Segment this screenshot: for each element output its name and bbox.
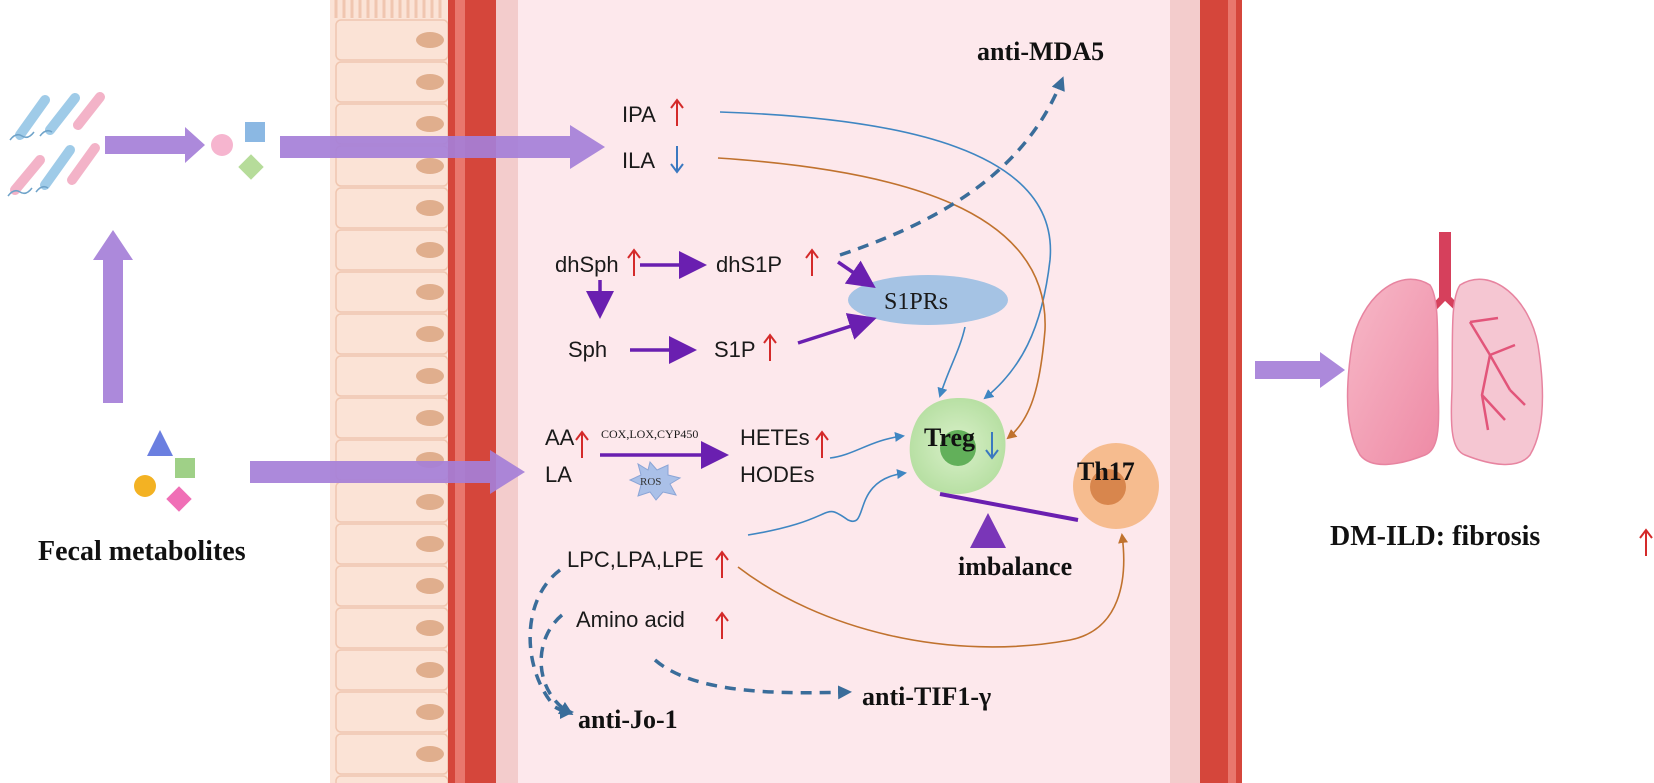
amino-up-arrow [715, 611, 729, 639]
gut-lumen [518, 0, 1170, 783]
epithelial-nucleus [416, 620, 444, 636]
anti-tif1-label: anti-TIF1-γ [862, 682, 991, 711]
imbalance-label: imbalance [958, 552, 1072, 581]
hetes-up-arrow [815, 430, 829, 458]
dhs1p-up-arrow [805, 248, 819, 276]
dhsph-label: dhSph [555, 252, 619, 277]
treg-label: Treg [924, 423, 975, 452]
change-indicators [575, 98, 1653, 639]
s1p-up-arrow [763, 333, 777, 361]
aa-up-arrow [575, 430, 589, 458]
gut-to-lung-arrow [1255, 352, 1345, 388]
aa-label: AA [545, 425, 575, 450]
fecal-to-aa-arrow [250, 450, 525, 494]
treg-down-arrow [985, 432, 999, 460]
antibody-dashed-arrows [528, 76, 1065, 719]
epithelial-nucleus [416, 536, 444, 552]
treg-cell [909, 398, 1006, 495]
epithelium-column [330, 0, 450, 783]
hetes-to-treg-curve [829, 432, 905, 459]
transport-arrows [93, 125, 1345, 494]
metabolites-to-ipa-arrow [280, 125, 605, 169]
balance-beam [939, 492, 1079, 522]
dhs1p-to-mda5-arrow [839, 76, 1065, 257]
regulation-curves-blue [719, 111, 1052, 536]
anti-jo1-label: anti-Jo-1 [578, 705, 678, 734]
ila-down-arrow [670, 146, 684, 174]
s1prs-label: S1PRs [884, 289, 948, 315]
lipids-label: LPC,LPA,LPE [567, 547, 704, 572]
lipids-up-arrow [715, 550, 729, 578]
bacteria-to-metabolites-arrow [105, 127, 205, 163]
epithelial-nucleus [416, 704, 444, 720]
ros-burst: ROS [628, 460, 682, 501]
epithelial-cell [335, 775, 449, 783]
bacteria-icon [7, 92, 105, 197]
la-label: LA [545, 462, 572, 487]
ipa-up-arrow [670, 98, 684, 126]
epithelial-nucleus [416, 368, 444, 384]
ila-label: ILA [622, 148, 655, 173]
th17-cell [1073, 443, 1159, 529]
amino-to-tif1-arrow [653, 658, 852, 700]
amino-to-jo1-arrow [539, 613, 574, 716]
epithelial-nucleus [416, 578, 444, 594]
s1prs-receptor [848, 275, 1008, 325]
epithelial-nucleus [416, 74, 444, 90]
ila-to-treg-curve [717, 157, 1046, 440]
ros-label: ROS [640, 476, 661, 488]
epithelial-nucleus [416, 410, 444, 426]
epithelial-nucleus [416, 32, 444, 48]
metabolite-shapes-top [211, 122, 265, 180]
hetes-label: HETEs [740, 425, 810, 450]
regulation-curves-orange [717, 157, 1129, 648]
epithelial-nucleus [416, 494, 444, 510]
ipa-to-treg-curve [719, 111, 1052, 400]
s1p-to-s1prs-arrow [797, 313, 877, 345]
epithelial-nucleus [416, 284, 444, 300]
s1prs-to-treg-curve [937, 326, 966, 398]
enzymes-label: COX,LOX,CYP450 [601, 427, 698, 441]
anti-mda5-label: anti-MDA5 [977, 37, 1104, 66]
fibrosis-up-arrow [1639, 528, 1653, 556]
gut-submucosa-right [1170, 0, 1200, 783]
pathway-arrows [586, 251, 877, 469]
sph-label: Sph [568, 337, 607, 362]
lipids-to-th17-curve [737, 533, 1129, 648]
epithelial-nucleus [416, 242, 444, 258]
epithelial-nucleus [416, 116, 444, 132]
fecal-to-bacteria-arrow [93, 230, 133, 403]
metabolite-shapes-bottom [134, 430, 195, 512]
s1p-label: S1P [714, 337, 756, 362]
epithelial-cells [334, 0, 449, 783]
dhs1p-label: dhS1P [716, 252, 782, 277]
gut-wall-right-highlight [1228, 0, 1236, 783]
epithelial-nucleus [416, 662, 444, 678]
outcome-label: DM-ILD: fibrosis [1330, 521, 1540, 552]
amino-to-treg-curve [747, 469, 907, 536]
gut-wall-left-highlight [455, 0, 465, 783]
dhsph-up-arrow [627, 248, 641, 276]
dhs1p-to-s1prs-arrow [837, 260, 876, 288]
gut-submucosa-left [496, 0, 518, 783]
lungs-icon [1346, 232, 1544, 466]
th17-label: Th17 [1077, 457, 1135, 486]
balance-fulcrum [970, 513, 1006, 548]
ipa-label: IPA [622, 102, 656, 127]
amino-acid-label: Amino acid [576, 607, 685, 632]
epithelial-nucleus [416, 200, 444, 216]
fecal-metabolites-label: Fecal metabolites [38, 536, 246, 567]
hodes-label: HODEs [740, 462, 815, 487]
epithelial-nucleus [416, 158, 444, 174]
epithelial-nucleus [416, 746, 444, 762]
epithelial-nucleus [416, 326, 444, 342]
